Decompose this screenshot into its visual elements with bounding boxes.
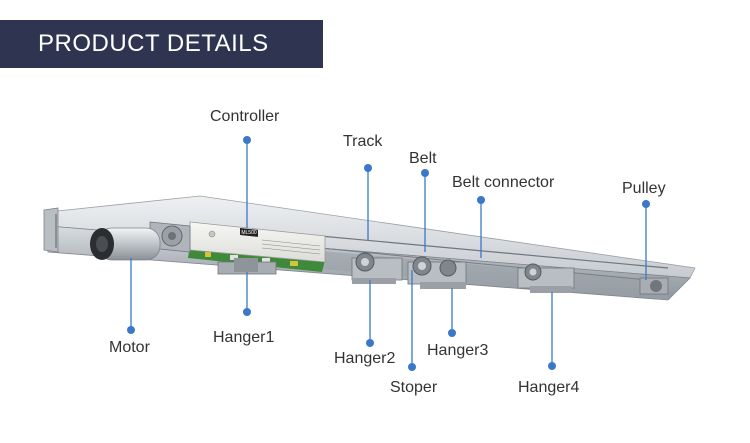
hanger3-label: Hanger3 bbox=[427, 342, 489, 359]
hanger-2 bbox=[351, 252, 403, 284]
hanger1-label: Hanger1 bbox=[213, 329, 275, 346]
motor bbox=[90, 227, 161, 261]
controller-box: ML500 bbox=[189, 221, 326, 263]
hanger2-label: Hanger2 bbox=[334, 350, 396, 367]
pulley-label: Pulley bbox=[622, 180, 666, 197]
controller-label: Controller bbox=[210, 108, 280, 125]
callout-leaders bbox=[127, 136, 650, 371]
motor-label: Motor bbox=[109, 339, 150, 356]
hanger-4 bbox=[517, 263, 575, 293]
hanger-1 bbox=[217, 258, 277, 275]
product-details-banner: PRODUCT DETAILS bbox=[0, 20, 323, 68]
hanger4-label: Hanger4 bbox=[518, 379, 580, 396]
pulley bbox=[639, 277, 669, 295]
stoper-label: Stoper bbox=[390, 379, 438, 396]
belt-connector-label: Belt connector bbox=[452, 174, 555, 191]
track-label: Track bbox=[343, 133, 383, 150]
banner-title: PRODUCT DETAILS bbox=[38, 30, 269, 57]
hanger-3 bbox=[407, 256, 467, 289]
belt-label: Belt bbox=[409, 150, 437, 167]
controller-badge: ML500 bbox=[241, 230, 257, 236]
